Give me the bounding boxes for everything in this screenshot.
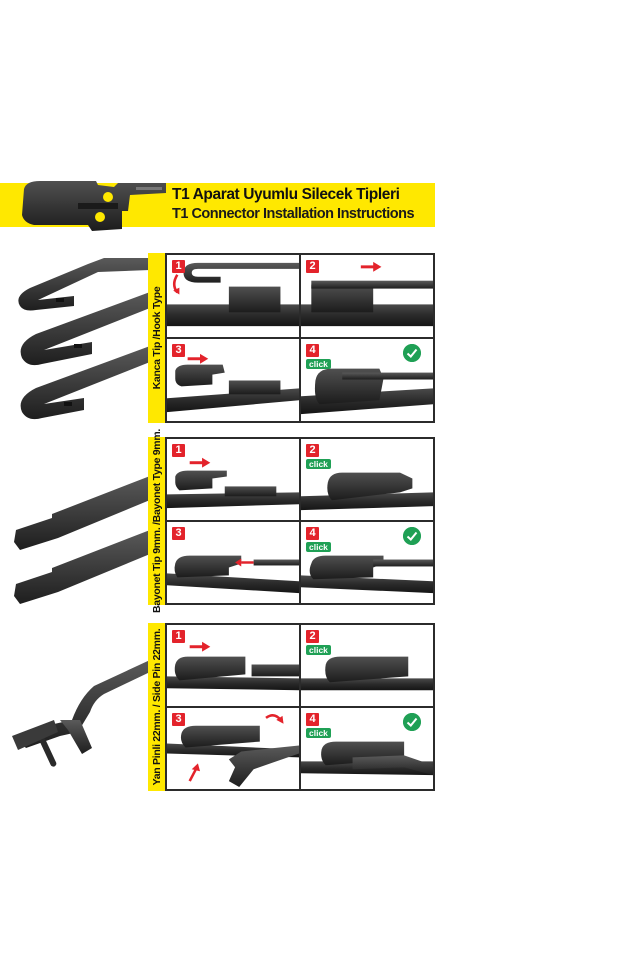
bayonet-type-wiper-arms-image: [14, 476, 150, 604]
steps-grid: 1 2 3: [165, 253, 435, 423]
section-label-strip: Kanca Tip /Hook Type: [148, 253, 165, 423]
section-label: Yan Pinli 22mm. / Side Pin 22mm.: [150, 628, 163, 786]
checkmark-icon: [403, 527, 421, 545]
step-1-panel: 1: [167, 625, 299, 706]
section-label: Bayonet Tip 9mm. /Bayonet Type 9mm.: [150, 429, 163, 613]
step-number-badge: 1: [172, 630, 185, 643]
checkmark-icon: [403, 344, 421, 362]
step-2-panel: 2 click: [301, 625, 433, 706]
step-number-badge: 2: [306, 630, 319, 643]
step-illustration: [167, 714, 299, 788]
steps-grid: 1 2 click 3: [165, 623, 435, 791]
step-number-badge: 2: [306, 444, 319, 457]
step-number-badge: 1: [172, 444, 185, 457]
step-3-panel: 3: [167, 339, 299, 421]
step-illustration: [301, 656, 433, 691]
step-illustration: [167, 353, 299, 413]
step-illustration: [167, 262, 299, 327]
section-label-strip: Yan Pinli 22mm. / Side Pin 22mm.: [148, 623, 165, 791]
side-pin-wiper-arm-image: [12, 660, 150, 767]
step-1-panel: 1: [167, 255, 299, 337]
step-3-panel: 3: [167, 708, 299, 789]
step-number-badge: 3: [172, 527, 185, 540]
step-2-panel: 2: [301, 255, 433, 337]
step-illustration: [167, 457, 299, 509]
click-badge: click: [306, 645, 331, 655]
hook-type-wiper-arms-image: [18, 258, 150, 420]
step-3-panel: 3: [167, 522, 299, 603]
step-number-badge: 2: [306, 260, 319, 273]
section-label: Kanca Tip /Hook Type: [150, 286, 163, 390]
click-badge: click: [306, 542, 331, 552]
t1-connector-image: [22, 181, 166, 231]
click-badge: click: [306, 459, 331, 469]
step-number-badge: 4: [306, 344, 319, 357]
step-illustration: [167, 555, 299, 594]
step-number-badge: 4: [306, 527, 319, 540]
section-label-strip: Bayonet Tip 9mm. /Bayonet Type 9mm.: [148, 429, 165, 613]
banner-subtitle: T1 Connector Installation Instructions: [172, 206, 415, 222]
section-bayonet-type: Bayonet Tip 9mm. /Bayonet Type 9mm. 1 2 …: [148, 429, 435, 613]
step-4-panel: 4 click: [301, 522, 433, 603]
step-illustration: [301, 472, 433, 511]
step-number-badge: 3: [172, 344, 185, 357]
banner-title: T1 Aparat Uyumlu Silecek Tipleri: [172, 186, 400, 203]
step-number-badge: 4: [306, 713, 319, 726]
step-4-panel: 4 click: [301, 339, 433, 421]
click-badge: click: [306, 728, 331, 738]
steps-grid: 1 2 click 3 4: [165, 437, 435, 605]
click-badge: click: [306, 359, 331, 369]
step-illustration: [301, 368, 433, 415]
step-4-panel: 4 click: [301, 708, 433, 789]
step-illustration: [301, 261, 433, 327]
section-hook-type: Kanca Tip /Hook Type 1 2: [148, 253, 435, 423]
step-illustration: [167, 641, 299, 691]
step-illustration: [301, 741, 433, 776]
step-number-badge: 3: [172, 713, 185, 726]
section-side-pin-type: Yan Pinli 22mm. / Side Pin 22mm. 1 2 cli…: [148, 623, 435, 791]
checkmark-icon: [403, 713, 421, 731]
step-number-badge: 1: [172, 260, 185, 273]
step-1-panel: 1: [167, 439, 299, 520]
step-illustration: [301, 555, 433, 594]
step-2-panel: 2 click: [301, 439, 433, 520]
